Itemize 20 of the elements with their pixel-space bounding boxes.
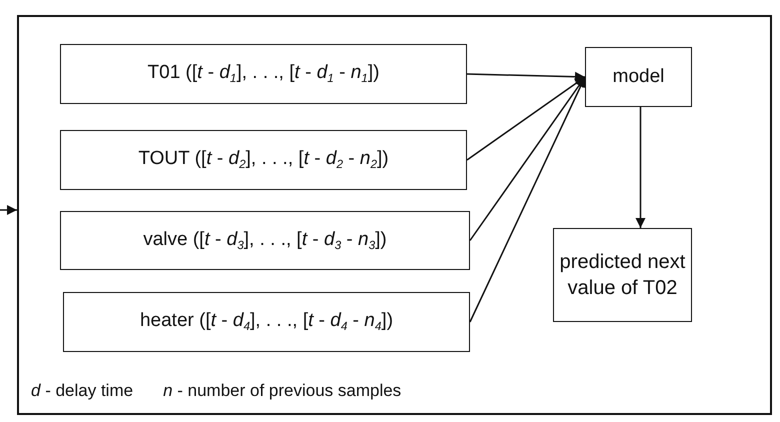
process-box [63,292,470,352]
outer-frame [17,15,772,415]
process-box [60,130,467,190]
arrow [636,107,646,228]
box-label: valve ([t - d$_{3}$], . . ., [t - d$_{3}$ - n$_{3}$]) [143,228,387,254]
legend-note: d - delay time [31,381,134,401]
arrow [466,76,586,161]
arrow [466,72,586,82]
arrow [469,76,586,322]
process-box [60,211,470,270]
box-label: heater ([t - d$_{4}$], . . ., [t - d$_{4}$ - n$_{4}$]) [140,309,394,335]
box-label: predicted next value of T02 [558,250,686,301]
process-box [553,228,692,322]
legend-note: n - number of previous samples [163,381,402,401]
box-label: T01 ([t - d$_{1}$], . . ., [t - d$_{1}$ - n$_{1}$]) [148,61,380,87]
box-label: TOUT ([t - d$_{2}$], . . ., [t - d$_{2}$ - n$_{2}$]) [138,147,389,173]
box-label: model [612,64,664,89]
process-box [585,47,692,107]
arrow [0,205,17,215]
process-box [60,44,467,104]
